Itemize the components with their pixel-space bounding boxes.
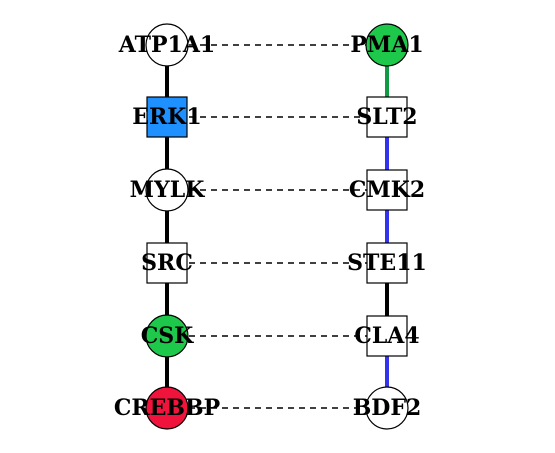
left-node-src[interactable] [146, 242, 188, 284]
alignment-links [167, 44, 387, 409]
left-node-label: ATP1A1 [118, 32, 215, 58]
left-node-label: SRC [141, 250, 193, 276]
left-node-label: MYLK [130, 177, 206, 203]
left-node-csk[interactable] [145, 314, 189, 358]
left-node-mylk[interactable] [145, 168, 189, 212]
right-node-cla4[interactable] [366, 315, 408, 357]
left-node-label: CSK [141, 323, 194, 349]
right-node-pma1[interactable] [365, 23, 409, 67]
right-node-cmk2[interactable] [366, 169, 408, 211]
left-node-erk1[interactable] [146, 96, 188, 138]
right-node-label: SLT2 [356, 104, 417, 130]
right-node-label: PMA1 [350, 32, 423, 58]
left-node-label: CREBBP [114, 395, 220, 421]
left-node-label: ERK1 [132, 104, 201, 130]
left-node-crebbp[interactable] [145, 386, 189, 430]
right-node-slt2[interactable] [366, 96, 408, 138]
right-node-label: BDF2 [353, 395, 422, 421]
nodes [145, 23, 409, 430]
right-node-label: STE11 [347, 250, 427, 276]
right-node-ste11[interactable] [366, 242, 408, 284]
chain-edges [165, 45, 389, 408]
right-node-label: CLA4 [354, 323, 419, 349]
right-node-label: CMK2 [349, 177, 425, 203]
left-node-atp1a1[interactable] [145, 23, 189, 67]
right-node-bdf2[interactable] [365, 386, 409, 430]
